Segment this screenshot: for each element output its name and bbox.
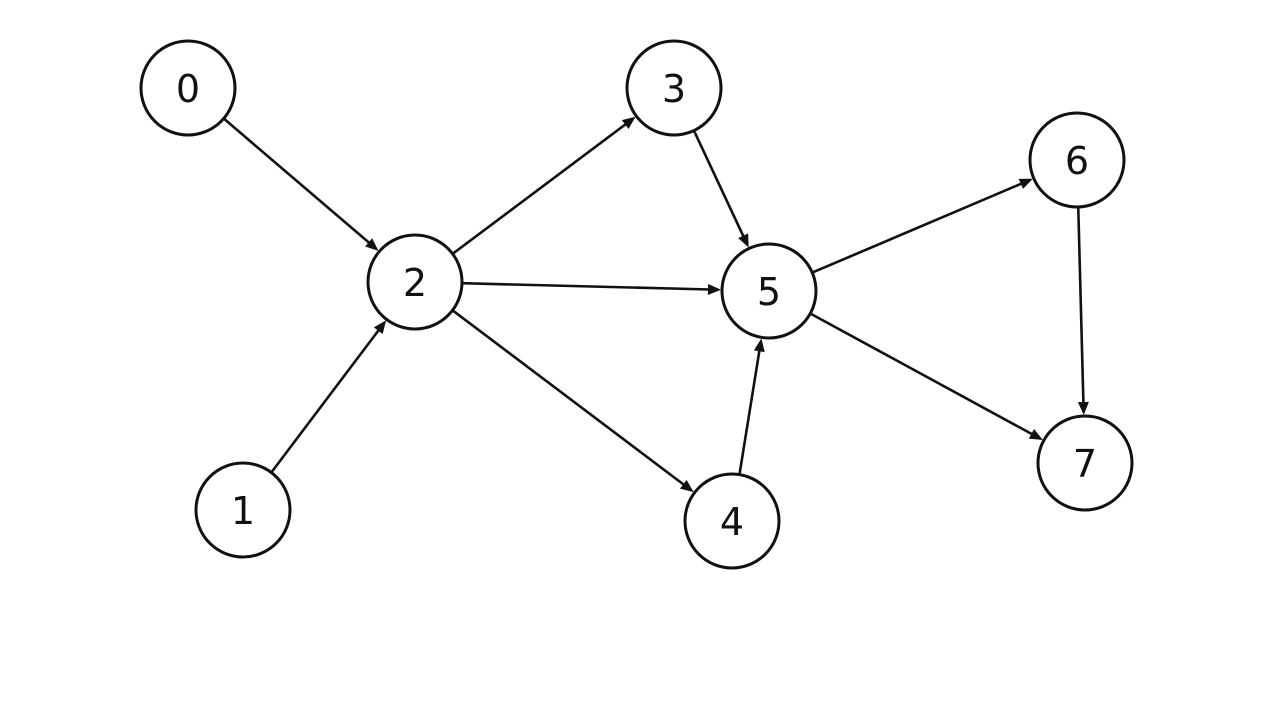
nodes-layer: 0 1 2 3 4 5 6 7 <box>139 39 1134 570</box>
arrowhead <box>373 320 387 335</box>
arrowhead <box>1077 401 1089 416</box>
edge-4-to-5 <box>738 338 765 475</box>
arrowhead <box>707 283 722 295</box>
edge-3-to-5 <box>692 130 749 248</box>
node-circle <box>1028 111 1126 209</box>
edge-line <box>451 309 686 487</box>
edge-line <box>451 122 628 255</box>
edge-line <box>738 349 761 475</box>
node-label: 2 <box>403 261 427 305</box>
edge-line <box>811 181 1024 274</box>
edge-line <box>222 117 371 245</box>
edge-line <box>461 281 711 291</box>
edge-line <box>692 130 746 239</box>
node-4: 4 <box>683 472 781 570</box>
node-label: 0 <box>176 67 200 111</box>
node-1: 1 <box>194 461 292 559</box>
arrowhead <box>738 233 749 248</box>
node-circle <box>625 39 723 137</box>
node-label: 7 <box>1073 442 1097 486</box>
node-0: 0 <box>139 39 237 137</box>
arrowhead <box>621 116 636 129</box>
edge-line <box>809 312 1034 436</box>
node-circle <box>1036 414 1134 512</box>
node-label: 5 <box>757 270 781 314</box>
node-label: 1 <box>231 489 255 533</box>
arrowhead <box>679 479 694 493</box>
edge-line <box>1076 206 1085 405</box>
arrowhead <box>365 238 379 251</box>
node-circle <box>683 472 781 570</box>
edges-layer <box>222 116 1089 493</box>
edge-5-to-6 <box>811 178 1033 274</box>
node-3: 3 <box>625 39 723 137</box>
edge-2-to-4 <box>451 309 694 493</box>
edge-2-to-5 <box>461 281 722 295</box>
edge-2-to-3 <box>451 116 636 255</box>
edge-1-to-2 <box>270 320 387 474</box>
node-circle <box>194 461 292 559</box>
node-circle <box>366 233 464 331</box>
arrowhead <box>753 338 765 353</box>
node-7: 7 <box>1036 414 1134 512</box>
node-circle <box>720 242 818 340</box>
node-label: 3 <box>662 67 686 111</box>
node-5: 5 <box>720 242 818 340</box>
node-2: 2 <box>366 233 464 331</box>
node-circle <box>139 39 237 137</box>
node-label: 4 <box>720 500 744 544</box>
node-label: 6 <box>1065 139 1089 183</box>
arrowhead <box>1028 429 1043 441</box>
edge-6-to-7 <box>1076 206 1089 416</box>
edge-0-to-2 <box>222 117 379 251</box>
edge-5-to-7 <box>809 312 1043 441</box>
edge-line <box>270 328 381 474</box>
arrowhead <box>1018 178 1033 189</box>
node-6: 6 <box>1028 111 1126 209</box>
